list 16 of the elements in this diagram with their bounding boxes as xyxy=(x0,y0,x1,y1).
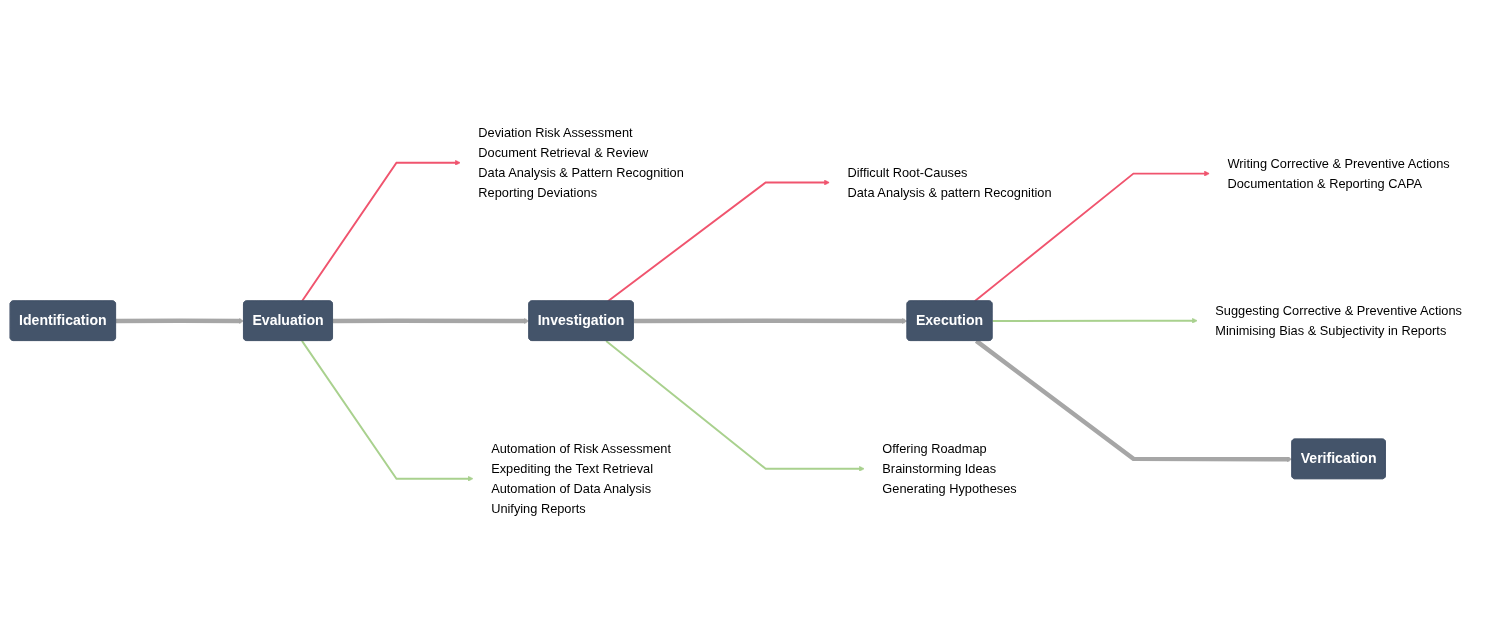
arrow xyxy=(606,180,830,303)
arrow xyxy=(633,318,908,325)
node-text: Difficult Root-Causes Data Analysis & pattern Recognition xyxy=(847,165,1052,200)
arrow xyxy=(605,340,865,472)
arrow xyxy=(301,340,474,482)
arrow xyxy=(973,171,1210,303)
arrow xyxy=(301,160,461,303)
node-text: Deviation Risk Assessment Document Retrieval & Review Data Analysis & Pattern Recognition Reporting Deviations xyxy=(478,125,684,200)
node-text: Automation of Risk Assessment Expediting the Text Retrieval Automation of Data Analysis Unifying Reports xyxy=(491,441,671,516)
arrow xyxy=(991,318,1198,324)
arrow xyxy=(332,318,530,325)
node-text: Writing Corrective & Preventive Actions Documentation & Reporting CAPA xyxy=(1227,156,1450,191)
node-text: Suggesting Corrective & Preventive Actions Minimising Bias & Subjectivity in Reports xyxy=(1215,303,1462,338)
node-text: Offering Roadmap Brainstorming Ideas Generating Hypotheses xyxy=(882,441,1017,496)
arrow xyxy=(974,339,1293,463)
arrow xyxy=(115,318,245,325)
